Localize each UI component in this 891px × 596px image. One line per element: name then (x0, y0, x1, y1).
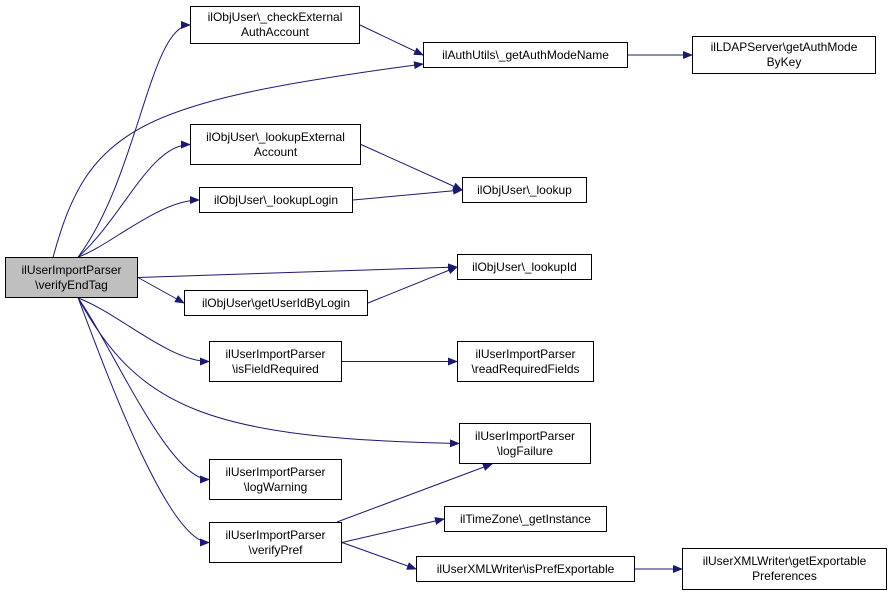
node-label-line2: \isFieldRequired (232, 361, 319, 376)
node-log-failure[interactable]: ilUserImportParser \logFailure (459, 423, 591, 464)
node-check-external-auth-account[interactable]: ilObjUser\_checkExternal AuthAccount (190, 6, 360, 44)
node-label-line1: ilUserImportParser (475, 346, 576, 361)
node-label-line2: \readRequiredFields (471, 361, 580, 376)
node-read-required-fields[interactable]: ilUserImportParser \readRequiredFields (457, 341, 594, 382)
edge-root-to-verify_pref (77, 297, 210, 547)
node-label-line1: ilUserImportParser (225, 346, 326, 361)
node-label-line1: ilUserImportParser (21, 262, 122, 277)
edge-check_external-to-get_auth_mode_name (359, 24, 424, 56)
node-get-user-id-by-login[interactable]: ilObjUser\getUserIdByLogin (184, 290, 368, 316)
node-label-line1: ilUserImportParser (474, 428, 576, 443)
node-timezone-get-instance[interactable]: ilTimeZone\_getInstance (444, 506, 607, 532)
node-label-line1: ilObjUser\_checkExternal (207, 10, 343, 24)
node-label-line2: Preferences (752, 569, 817, 583)
node-log-warning[interactable]: ilUserImportParser \logWarning (209, 459, 342, 500)
node-label-line2: ByKey (766, 55, 802, 69)
node-ldap-get-auth-mode-by-key[interactable]: ilLDAPServer\getAuthMode ByKey (692, 36, 876, 74)
edge-root-to-log_warning (77, 297, 210, 484)
node-get-auth-mode-name[interactable]: ilAuthUtils\_getAuthModeName (423, 42, 628, 68)
edge-verify_pref-to-timezone_get_instance (341, 517, 445, 543)
node-label-line2: AuthAccount (240, 25, 310, 39)
edge-root-to-is_field_required (77, 297, 210, 366)
node-lookup-external-account[interactable]: ilObjUser\_lookupExternal Account (190, 124, 361, 165)
edge-root-to-check_external (77, 21, 191, 258)
node-label-line1: ilObjUser\_lookupExternal (206, 129, 345, 144)
edge-root-to-lookup_external (77, 140, 191, 258)
node-lookup[interactable]: ilObjUser\_lookup (462, 177, 587, 203)
node-label-line1: ilObjUser\_lookupLogin (213, 192, 339, 207)
node-verify-pref[interactable]: ilUserImportParser \verifyPref (209, 522, 342, 563)
edge-root-to-lookup_id (137, 263, 458, 278)
edge-root-to-get_auth_mode_name (52, 61, 424, 258)
node-is-field-required[interactable]: ilUserImportParser \isFieldRequired (209, 341, 342, 382)
node-get-exportable-preferences[interactable]: ilUserXMLWriter\getExportable Preference… (682, 548, 887, 590)
node-label-line1: ilObjUser\_lookup (477, 182, 572, 197)
node-label-line2: \verifyEndTag (35, 277, 108, 292)
edge-verify_pref-to-is_pref_exportable (341, 542, 417, 570)
node-label-line1: ilObjUser\getUserIdByLogin (201, 295, 351, 310)
edge-get_user_id_by_login-to-lookup_id (367, 266, 458, 304)
edge-verify_pref-to-log_failure (336, 463, 493, 523)
node-label-line1: ilUserXMLWriter\getExportable (702, 554, 867, 568)
edge-lookup_external-to-lookup (360, 144, 463, 191)
node-lookup-id[interactable]: ilObjUser\_lookupId (457, 254, 592, 280)
edge-root-to-lookup_login (77, 196, 200, 258)
node-root-verify-end-tag[interactable]: ilUserImportParser \verifyEndTag (5, 257, 138, 298)
node-label-line2: \verifyPref (248, 542, 303, 557)
node-label-line1: ilTimeZone\_getInstance (460, 511, 591, 526)
node-label-line1: ilUserXMLWriter\isPrefExportable (436, 561, 615, 576)
node-label-line1: ilLDAPServer\getAuthMode (710, 40, 858, 54)
edge-root-to-get_user_id_by_login (137, 277, 185, 304)
node-label-line1: ilUserImportParser (225, 464, 326, 479)
edge-lookup_login-to-lookup (352, 186, 463, 201)
node-label-line1: ilObjUser\_lookupId (472, 259, 577, 274)
node-label-line1: ilUserImportParser (225, 527, 326, 542)
node-lookup-login[interactable]: ilObjUser\_lookupLogin (199, 187, 353, 213)
node-label-line2: \logWarning (243, 479, 308, 494)
edge-root-to-log_failure (77, 297, 460, 448)
node-label-line2: Account (253, 144, 298, 159)
node-label-line1: ilAuthUtils\_getAuthModeName (442, 47, 609, 62)
node-is-pref-exportable[interactable]: ilUserXMLWriter\isPrefExportable (416, 556, 635, 582)
node-label-line2: \logFailure (496, 443, 554, 458)
